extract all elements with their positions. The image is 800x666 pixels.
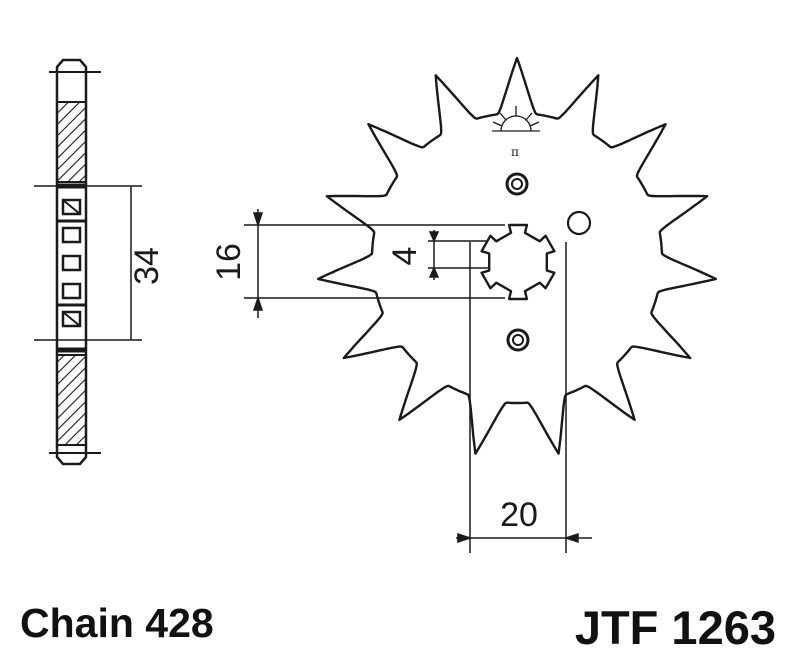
logo-sun-icon: π (492, 106, 540, 159)
sprocket-outline (316, 56, 718, 455)
part-number-label: JTF 1263 (574, 601, 776, 654)
hub-spline-bore (480, 223, 556, 301)
dimension-20 (456, 242, 592, 553)
bolt-hole-top (505, 172, 529, 196)
sprocket-side-view: 34 (34, 58, 166, 466)
dimension-16-label: 16 (210, 243, 248, 281)
side-hatch-bottom (56, 354, 87, 446)
dimension-16 (244, 209, 505, 318)
chain-size-label: Chain 428 (20, 600, 214, 646)
dimension-34 (34, 185, 142, 341)
dimension-20-label: 20 (500, 496, 538, 534)
sprocket-front-view: π 16 4 (210, 56, 718, 553)
side-hatch-top (56, 101, 87, 183)
sprocket-technical-drawing: 34 π (34, 56, 718, 553)
svg-text:π: π (511, 145, 519, 159)
dimension-4 (428, 230, 488, 280)
lightening-hole (566, 210, 592, 236)
bolt-hole-bottom (506, 328, 530, 352)
dimension-4-label: 4 (386, 247, 424, 266)
side-hub-section (57, 183, 86, 353)
dimension-34-label: 34 (128, 247, 166, 285)
side-view-outline (55, 58, 88, 466)
